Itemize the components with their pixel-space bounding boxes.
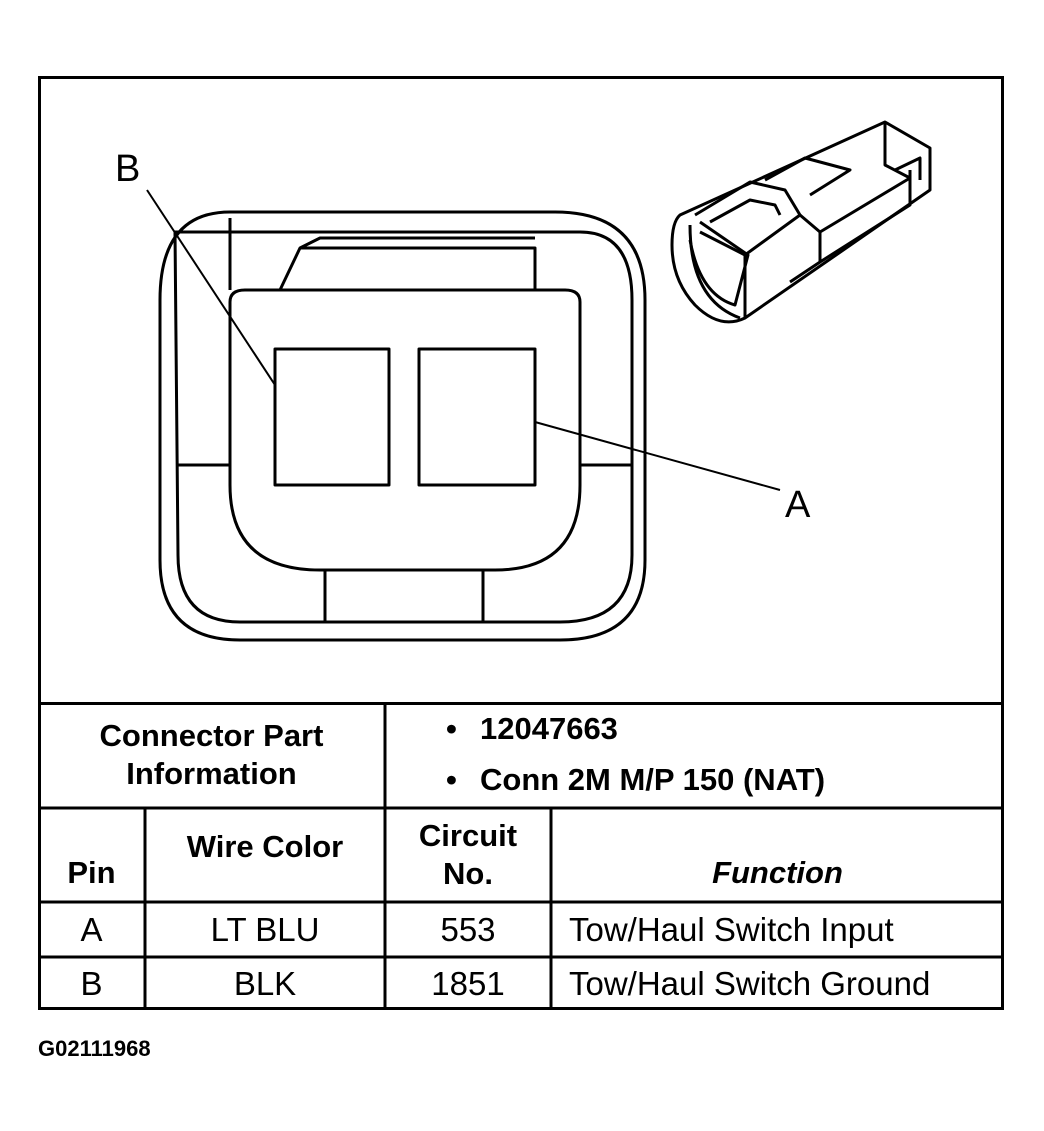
part-number-line: •12047663 [446,711,618,746]
header-pin: Pin [67,855,116,890]
pin-b-cavity [273,347,391,487]
connector-part-info-line2: Information [126,756,297,791]
connector-face-diagram: B A [115,120,932,642]
header-function: Function [712,855,843,890]
connector-table: Connector Part Information •12047663 •Co… [38,702,1004,1010]
table-grid [38,702,1004,1010]
table-row-a-wire-color: LT BLU [210,910,320,948]
pin-a-label: A [785,484,811,526]
table-row-a-pin: A [80,910,103,948]
header-circuit-line1: Circuit [418,818,518,853]
header-circuit-line2: No. [443,856,493,891]
connector-description: Conn 2M M/P 150 (NAT) [480,762,826,797]
connector-inner-shell [173,230,634,624]
pin-a-cavity [417,347,537,487]
terminal-housing [228,288,582,572]
table-row-a-function: Tow/Haul Switch Input [569,910,894,948]
connector-part-info-label: Connector Part Information [38,702,385,808]
header-wire-color: Wire Color [186,829,344,864]
table-row-b-wire-color: BLK [233,964,297,1002]
pin-b-label: B [115,148,140,190]
part-number: 12047663 [480,711,618,746]
table-row-a-circuit: 553 [440,910,496,948]
connector-perspective-icon [670,120,932,324]
table-row-b-pin: B [80,964,103,1002]
pin-b-leader [146,189,276,386]
pin-a-leader [534,421,781,491]
table-row-b-function: Tow/Haul Switch Ground [569,964,931,1002]
description-line: •Conn 2M M/P 150 (NAT) [446,762,826,797]
figure-id: G02111968 [38,1036,151,1061]
table-row-b-circuit: 1851 [431,964,505,1002]
top-latch [228,218,537,291]
connector-part-info-line1: Connector Part [99,718,324,753]
connector-outer-shell [158,210,647,642]
diagram-frame [38,76,1004,1010]
header-circuit-no: Circuit No. [385,808,551,902]
